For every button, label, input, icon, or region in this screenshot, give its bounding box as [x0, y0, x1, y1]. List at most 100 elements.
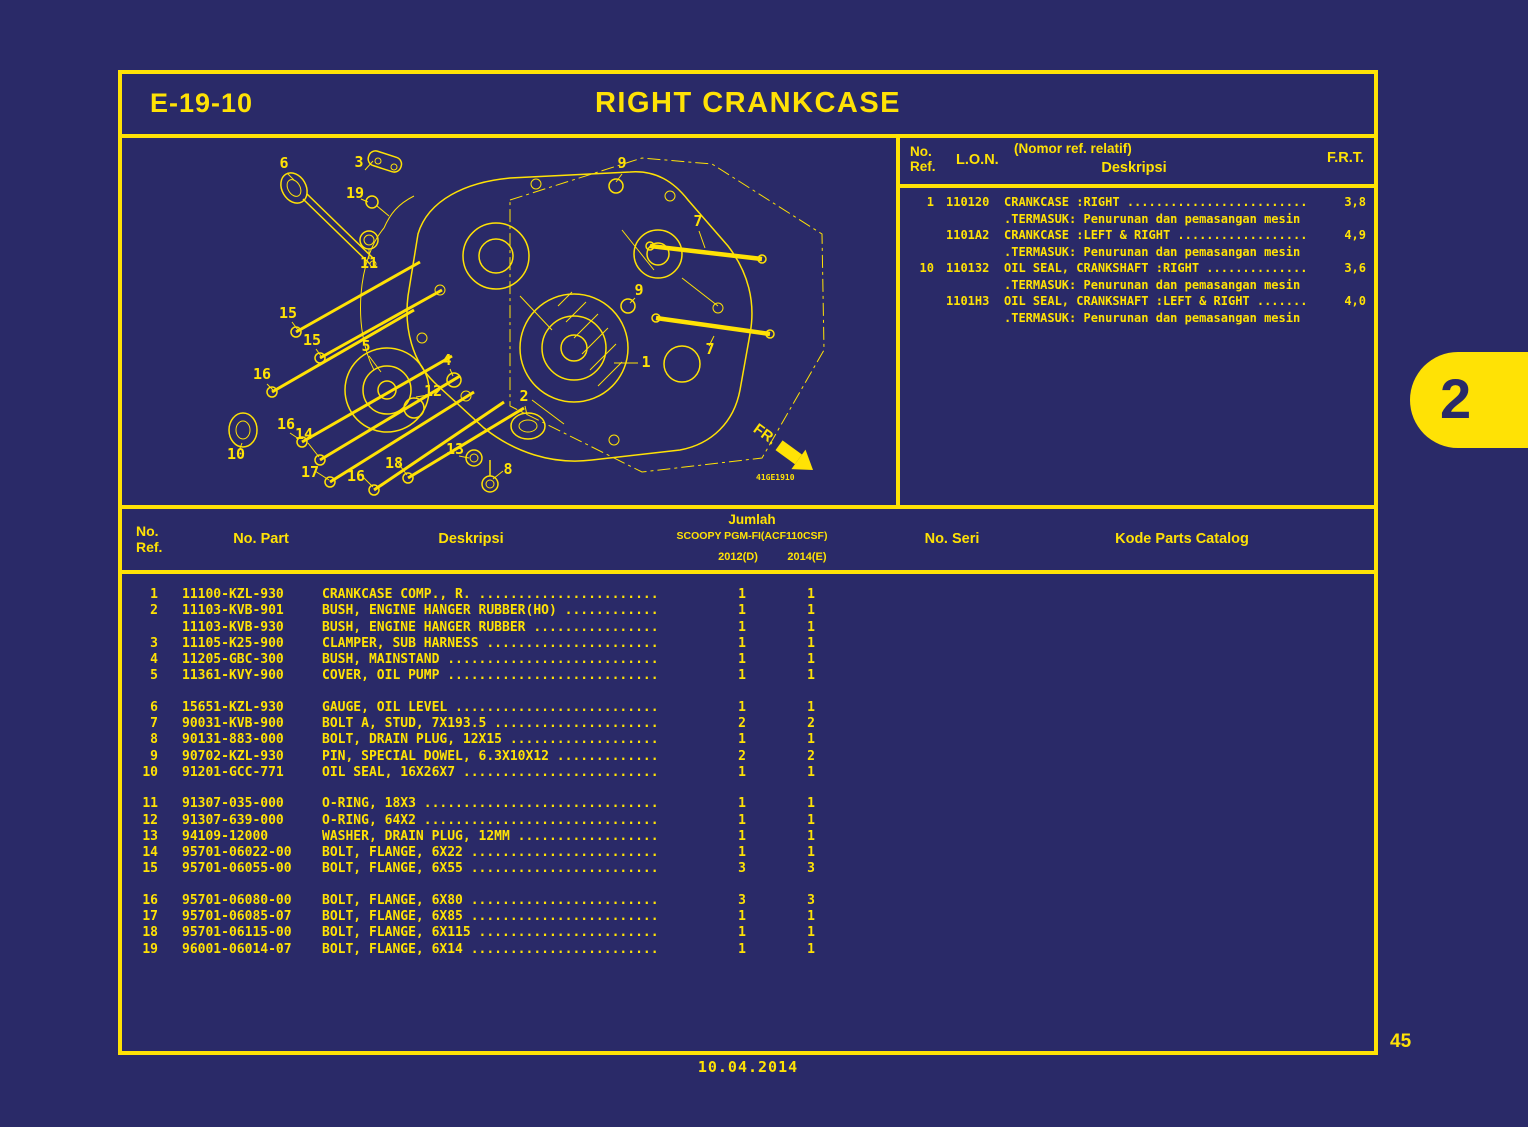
section-code: E-19-10 — [150, 88, 254, 118]
parts-cell-qty-2014: 3 — [807, 892, 815, 908]
parts-cell-qty-2014: 1 — [807, 941, 815, 957]
lon-note-row: .TERMASUK: Penurunan dan pemasangan mesi… — [1004, 277, 1301, 292]
flange-bolts — [266, 260, 525, 496]
parts-cell-ref: 13 — [142, 828, 158, 844]
parts-cell-part: 11361-KVY-900 — [182, 668, 284, 684]
callout-8: 8 — [503, 460, 512, 478]
page-title: RIGHT CRANKCASE — [594, 87, 902, 119]
parts-header-kode: Kode Parts Catalog — [1115, 531, 1249, 547]
callout-15: 15 — [303, 331, 321, 349]
callout-13: 13 — [446, 440, 464, 458]
callout-9: 9 — [617, 154, 626, 172]
parts-cell-ref: 16 — [142, 892, 158, 908]
parts-cell-qty-2012: 1 — [738, 796, 746, 812]
parts-cell-qty-2012: 3 — [738, 892, 746, 908]
lon-cell-desc: OIL SEAL, CRANKSHAFT :LEFT & RIGHT .....… — [1004, 294, 1308, 308]
dowel-pin-top — [608, 178, 624, 194]
parts-cell-part: 11100-KZL-930 — [182, 587, 284, 602]
callout-19: 19 — [346, 184, 364, 202]
parts-cell-part: 95701-06080-00 — [182, 892, 292, 908]
parts-cell-desc: CLAMPER, SUB HARNESS ...................… — [322, 635, 659, 651]
parts-cell-part: 11205-GBC-300 — [182, 652, 284, 668]
parts-cell-desc: WASHER, DRAIN PLUG, 12MM ...............… — [322, 828, 659, 844]
parts-cell-qty-2012: 1 — [738, 812, 746, 828]
parts-cell-part: 94109-12000 — [182, 828, 269, 844]
callout-16: 16 — [253, 365, 271, 383]
parts-header-no-part: No. Part — [233, 531, 289, 547]
stud-bolts — [645, 241, 775, 339]
parts-cell-qty-2012: 1 — [738, 909, 746, 925]
drain-plug-parts — [465, 449, 499, 493]
parts-cell-qty-2014: 1 — [807, 812, 815, 828]
parts-cell-qty-2014: 1 — [807, 764, 815, 780]
parts-cell-ref: 14 — [142, 845, 158, 861]
parts-cell-desc: BOLT, FLANGE, 6X14 .....................… — [322, 941, 659, 957]
parts-cell-qty-2012: 1 — [738, 925, 746, 941]
callout-7: 7 — [705, 340, 714, 358]
callout-10: 10 — [227, 445, 245, 463]
lon-cell-ref — [900, 293, 934, 310]
callout-2: 2 — [519, 387, 528, 405]
construction-boundary — [509, 157, 825, 473]
parts-cell-ref: 10 — [142, 764, 158, 780]
parts-cell-part: 95701-06115-00 — [182, 925, 292, 941]
parts-cell-ref: 4 — [150, 652, 158, 668]
parts-cell-desc: BOLT, FLANGE, 6X85 .....................… — [322, 909, 659, 925]
parts-header-no-ref: No. Ref. — [136, 523, 163, 555]
exploded-diagram-svg: FR. 41GE1910 631991179715155164112210161… — [227, 150, 825, 496]
callout-18: 18 — [385, 454, 403, 472]
parts-cell-desc: BUSH, ENGINE HANGER RUBBER(HO) .........… — [322, 603, 659, 619]
parts-cell-desc: O-RING, 64X2 ...........................… — [322, 812, 659, 828]
lon-cell-ref: 10 — [919, 261, 934, 275]
parts-cell-ref: 7 — [150, 716, 158, 732]
lon-cell-lon: 110132 — [946, 261, 990, 275]
lon-cell-lon: 1101H3 — [946, 294, 990, 308]
parts-cell-desc: COVER, OIL PUMP ........................… — [322, 668, 659, 684]
callout-16: 16 — [277, 415, 295, 433]
lon-row: 1101H3 OIL SEAL, CRANKSHAFT :LEFT & RIGHT… — [900, 293, 1374, 310]
lon-panel: No. Ref. L.O.N. (Nomor ref. relatif) Des… — [900, 138, 1374, 505]
callout-12: 12 — [424, 382, 442, 400]
parts-cell-qty-2014: 1 — [807, 732, 815, 748]
callout-7: 7 — [693, 212, 702, 230]
parts-cell-part: 95701-06085-07 — [182, 909, 292, 925]
parts-cell-part: 91201-GCC-771 — [182, 764, 284, 780]
parts-cell-ref: 9 — [150, 748, 158, 764]
parts-cell-qty-2014: 1 — [807, 603, 815, 619]
chapter-tab: 2 — [1410, 352, 1528, 448]
parts-cell-qty-2014: 1 — [807, 635, 815, 651]
lon-header-deskripsi: Deskripsi — [1101, 160, 1167, 176]
oil-seal-part — [228, 412, 258, 448]
parts-cell-desc: BOLT, FLANGE, 6X55 .....................… — [322, 861, 659, 877]
page-number: 45 — [1390, 1031, 1412, 1052]
lon-cell-frt: 3,8 — [1344, 195, 1366, 209]
parts-cell-desc: O-RING, 18X3 ...........................… — [322, 796, 659, 812]
parts-cell-desc: BOLT, FLANGE, 6X22 .....................… — [322, 845, 659, 861]
parts-cell-qty-2012: 1 — [738, 619, 746, 635]
lon-cell-frt: 4,0 — [1344, 294, 1366, 308]
callout-14: 14 — [295, 425, 313, 443]
parts-cell-part: 90702-KZL-930 — [182, 748, 284, 764]
parts-header-2014: 2014(E) — [787, 551, 827, 563]
callout-16: 16 — [347, 467, 365, 485]
lon-cell-desc: CRANKCASE :LEFT & RIGHT ................… — [1004, 228, 1308, 242]
lon-header-frt: F.R.T. — [1326, 150, 1364, 166]
parts-cell-part: 90031-KVB-900 — [182, 716, 284, 732]
parts-cell-qty-2012: 1 — [738, 668, 746, 684]
parts-cell-ref: 11 — [142, 796, 158, 812]
title-band: E-19-10 RIGHT CRANKCASE — [122, 74, 1374, 138]
